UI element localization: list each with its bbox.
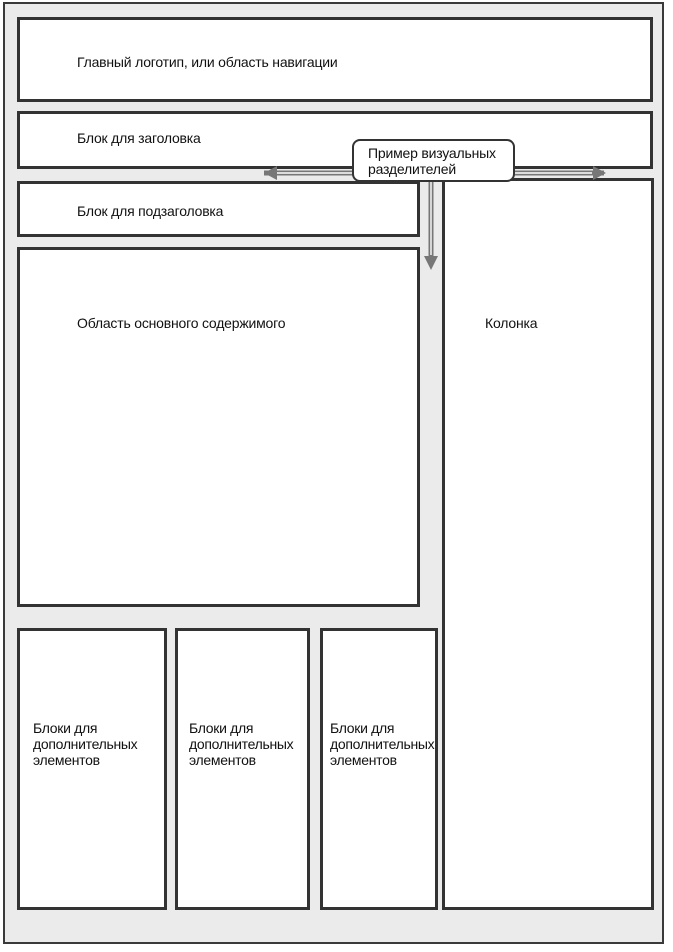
arrow-left-icon <box>264 166 354 180</box>
heading-block: Блок для заголовка <box>17 111 653 169</box>
extra-block-3: Блоки для дополнительных элементов <box>320 628 438 910</box>
extra-block-2: Блоки для дополнительных элементов <box>175 628 310 910</box>
extra-block-1: Блоки для дополнительных элементов <box>17 628 167 910</box>
arrow-down-icon <box>424 180 438 270</box>
callout-label: Пример визуальных разделителей <box>368 145 496 177</box>
main-content-label: Область основного содержимого <box>77 315 286 331</box>
subheading-label: Блок для подзаголовка <box>77 203 224 219</box>
subheading-block: Блок для подзаголовка <box>17 181 420 237</box>
logo-nav-block: Главный логотип, или область навигации <box>17 17 653 102</box>
main-content-block: Область основного содержимого <box>17 247 420 607</box>
heading-label: Блок для заголовка <box>77 130 201 146</box>
visual-separator-callout: Пример визуальных разделителей <box>352 139 515 182</box>
column-block: Колонка <box>442 178 654 910</box>
extra-block-3-label: Блоки для дополнительных элементов <box>330 720 435 768</box>
extra-block-2-label: Блоки для дополнительных элементов <box>189 720 294 768</box>
logo-nav-label: Главный логотип, или область навигации <box>77 54 338 70</box>
column-label: Колонка <box>485 315 538 331</box>
extra-block-1-label: Блоки для дополнительных элементов <box>33 720 138 768</box>
arrow-right-icon <box>514 166 606 180</box>
